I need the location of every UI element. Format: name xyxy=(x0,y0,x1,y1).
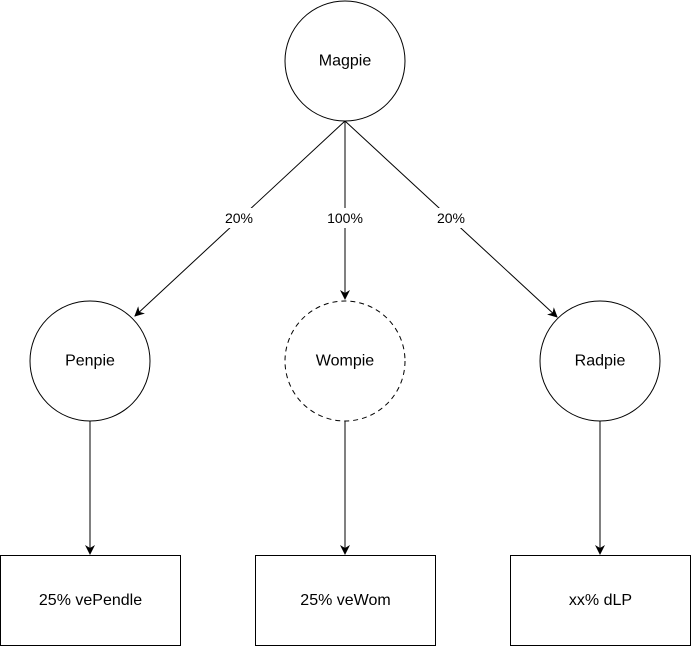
edge-label-magpie-wompie-group: 100% xyxy=(323,208,367,228)
node-radpie-label: Radpie xyxy=(575,353,626,370)
node-radpie: Radpie xyxy=(539,300,661,422)
box-dlp-rect xyxy=(510,555,691,646)
edge-label-magpie-penpie: 20% xyxy=(225,210,253,226)
node-wompie: Wompie xyxy=(284,300,406,422)
node-wompie-label: Wompie xyxy=(316,353,374,370)
node-wompie-circle xyxy=(284,300,406,422)
edge-label-magpie-radpie: 20% xyxy=(437,210,465,226)
box-vewom: 25% veWom xyxy=(255,555,436,646)
box-vependle-label: 25% vePendle xyxy=(39,592,142,609)
node-penpie: Penpie xyxy=(29,300,151,422)
edge-label-magpie-wompie: 100% xyxy=(327,210,363,226)
box-vewom-label: 25% veWom xyxy=(300,592,390,609)
node-magpie: Magpie xyxy=(284,0,406,122)
node-radpie-circle xyxy=(539,300,661,422)
box-vewom-rect xyxy=(255,555,436,646)
node-penpie-label: Penpie xyxy=(65,353,115,370)
box-vependle-rect xyxy=(0,555,181,646)
box-vependle: 25% vePendle xyxy=(0,555,181,646)
box-dlp: xx% dLP xyxy=(510,555,691,646)
box-dlp-label: xx% dLP xyxy=(569,592,632,609)
node-magpie-circle xyxy=(284,0,406,122)
node-magpie-label: Magpie xyxy=(319,53,372,70)
edge-label-magpie-radpie-group: 20% xyxy=(432,208,470,228)
edge-label-magpie-penpie-group: 20% xyxy=(220,208,258,228)
node-penpie-circle xyxy=(29,300,151,422)
